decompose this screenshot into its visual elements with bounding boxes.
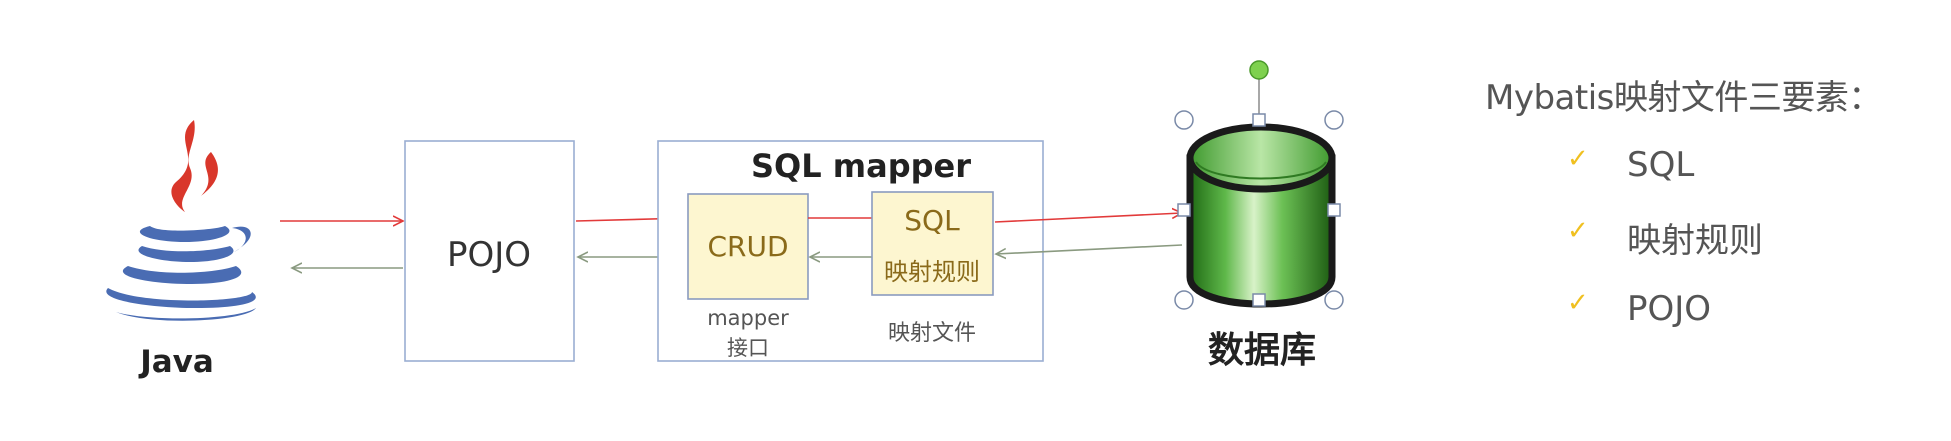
list-item: ✓ 映射规则 <box>1567 201 1945 273</box>
sql-mapping-rule-box <box>871 191 994 296</box>
list-item-label: 映射规则 <box>1627 220 1763 261</box>
checkmark-icon: ✓ <box>1567 144 1589 174</box>
list-item: ✓ POJO <box>1567 273 1945 345</box>
crud-label: CRUD <box>707 230 788 263</box>
database-label: 数据库 <box>1208 330 1316 371</box>
mapping-rule-box-label: 映射规则 <box>884 258 980 286</box>
checkmark-icon: ✓ <box>1567 288 1589 318</box>
mapper-interface-label-line1: mapper <box>707 306 789 330</box>
pojo-label: POJO <box>447 235 531 275</box>
sql-box-label: SQL <box>904 204 960 237</box>
rotate-handle <box>1249 60 1269 80</box>
java-coffee-cup-icon <box>106 120 256 321</box>
list-item-label: SQL <box>1627 145 1695 185</box>
mapper-interface-label-line2: 接口 <box>727 336 769 360</box>
list-item-label: POJO <box>1627 289 1712 329</box>
panel-title: Mybatis映射文件三要素： <box>1485 78 1882 118</box>
panel-list: ✓ SQL ✓ 映射规则 ✓ POJO <box>1485 129 1945 345</box>
mybatis-elements-panel: Mybatis映射文件三要素： ✓ SQL ✓ 映射规则 ✓ POJO <box>1485 70 1945 345</box>
list-item: ✓ SQL <box>1567 129 1945 201</box>
sql-to-database-arrow <box>994 213 1182 223</box>
java-label: Java <box>138 344 214 380</box>
database-cylinder-icon <box>1186 123 1336 308</box>
pojo-box <box>404 140 575 362</box>
mapping-file-label: 映射文件 <box>888 321 976 346</box>
mybatis-diagram: Java POJO SQL mapper CRUD mapper 接口 SQL … <box>106 60 1344 380</box>
checkmark-icon: ✓ <box>1567 216 1589 246</box>
selection-handles <box>1174 60 1344 310</box>
crud-box <box>687 193 809 300</box>
database-to-sql-arrow <box>996 244 1183 254</box>
sql-mapper-title: SQL mapper <box>751 147 971 185</box>
